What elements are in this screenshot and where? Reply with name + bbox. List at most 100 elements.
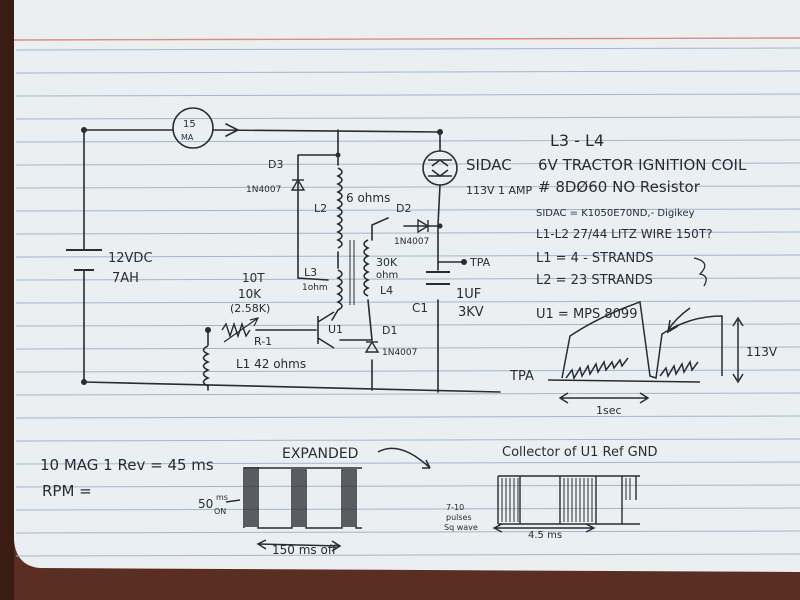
note-litz-wire: L1-L2 27/44 LITZ WIRE 150T? [536, 227, 713, 241]
ruled-line [15, 277, 800, 281]
tpa-graph [547, 300, 744, 404]
l2-wire [331, 129, 339, 321]
collector-edges [497, 476, 637, 524]
note-sidac-part: SIDAC = K1050E70ND,- Digikey [536, 208, 695, 219]
ruled-line [15, 139, 800, 143]
ammeter-unit: MA [181, 133, 194, 142]
collector-ms: 4.5 ms [528, 530, 562, 541]
capacitor-c1-icon [426, 271, 450, 285]
notes-brace-icon [693, 257, 707, 287]
d1-part: 1N4007 [382, 348, 417, 358]
pulses-count: 7-10 [446, 503, 464, 512]
battery-capacity: 7AH [112, 271, 139, 286]
on-time-pointer [225, 499, 241, 503]
note-l2-strands: L2 = 23 STRANDS [536, 273, 653, 288]
d2-part: 1N4007 [394, 237, 429, 247]
paper-page [14, 0, 800, 572]
d2-name: D2 [396, 202, 411, 215]
ruled-line [15, 553, 800, 557]
tpa-amplitude: 113V [746, 345, 778, 359]
transistor-u1-icon [317, 311, 335, 349]
expanded-title: EXPANDED [282, 446, 358, 462]
note-part-number: # 8DØ60 NO Resistor [538, 178, 701, 196]
coil-l2-icon [336, 167, 343, 249]
potentiometer-icon [221, 321, 251, 339]
notes-block: L3 - L4 6V TRACTOR IGNITION COIL # 8DØ60… [536, 131, 747, 322]
ruled-line [15, 392, 800, 396]
tpa-graph-label: TPA [509, 369, 534, 384]
ruled-line [15, 116, 800, 120]
bottom-rail [83, 381, 501, 393]
coil-l4-icon [363, 239, 370, 297]
ruled-line [15, 415, 800, 419]
note-u1-part: U1 = MPS 8099 [536, 307, 637, 322]
off-time: 150 ms off [272, 543, 337, 557]
tpa-stair-steps [565, 357, 629, 380]
rpm-note: RPM = [42, 482, 92, 500]
tpa-period: 1sec [596, 404, 622, 417]
ruled-line [15, 70, 800, 74]
collector-period-arrow [492, 523, 596, 533]
l1-label: L1 42 ohms [236, 357, 306, 371]
rev-note: 10 MAG 1 Rev = 45 ms [40, 456, 214, 474]
tpa-pointer-arrow [666, 307, 691, 334]
current-arrow [225, 123, 240, 137]
note-l1-strands: L1 = 4 - STRANDS [536, 251, 653, 266]
ammeter-icon [172, 107, 214, 149]
diode-d3-icon [290, 178, 306, 191]
expanded-pulse-fills [245, 469, 355, 527]
tpa-amplitude-arrow [732, 316, 744, 384]
pulses-label: pulses [446, 513, 472, 522]
ruled-line [15, 346, 800, 350]
transformer-core-icon [349, 240, 355, 305]
l4-d1-column [367, 217, 389, 391]
circuit-nodes [81, 127, 467, 385]
diode-d2-icon [417, 218, 430, 234]
ruled-line [15, 438, 800, 442]
expanded-pulse-train [225, 447, 431, 552]
pot-turns: 10T [242, 271, 265, 285]
l3-name: L3 [304, 266, 317, 279]
l2-value: 6 ohms [346, 191, 390, 205]
sidac-icon [422, 150, 458, 186]
l3-value: 1ohm [302, 283, 328, 293]
tpa-period-arrow [558, 392, 650, 404]
c1-name: C1 [412, 301, 428, 315]
off-time-arrow [256, 539, 342, 552]
l2-name: L2 [314, 202, 327, 215]
expand-to-collector-arrow [377, 447, 431, 469]
ruled-line [15, 300, 800, 304]
d1-name: D1 [382, 324, 397, 337]
spine-shadow [0, 0, 14, 600]
pot-setting: (2.58K) [230, 302, 270, 315]
tpa-node-label: TPA [469, 256, 491, 269]
coil-l1-icon [202, 345, 210, 387]
ruled-line [15, 93, 800, 97]
d3-name: D3 [268, 158, 283, 171]
collector-envelope [498, 475, 640, 525]
on-time-value: 50 [198, 497, 213, 511]
tpa-graph-labels: TPA 113V 1sec [509, 345, 778, 417]
l4-value-unit: ohm [376, 270, 398, 281]
tpa-graph-baseline [547, 379, 701, 383]
c1-capacitance: 1UF [456, 287, 481, 302]
battery-voltage: 12VDC [108, 251, 153, 266]
tpa-sawtooth-wave [561, 300, 723, 379]
pot-wiper-arrow-icon [223, 317, 260, 343]
note-tractor-coil: 6V TRACTOR IGNITION COIL [538, 156, 747, 174]
collector-title: Collector of U1 Ref GND [502, 445, 657, 460]
c1-voltage: 3KV [458, 305, 484, 320]
diode-d1-icon [364, 340, 380, 353]
collector-waveform [492, 475, 640, 533]
ruled-line [15, 231, 800, 235]
on-time-tag: ON [214, 507, 226, 516]
pot-value: 10K [238, 287, 262, 301]
l4-value: 30K [376, 256, 398, 269]
sidac-rating: 113V 1 AMP [466, 184, 533, 197]
collector-hatching [501, 478, 631, 522]
on-time-unit: ms [216, 493, 228, 502]
margin-line [13, 37, 800, 41]
circuit-labels: 15 MA 12VDC 7AH 10T 10K (2.58K) R-1 L1 4… [108, 119, 533, 371]
